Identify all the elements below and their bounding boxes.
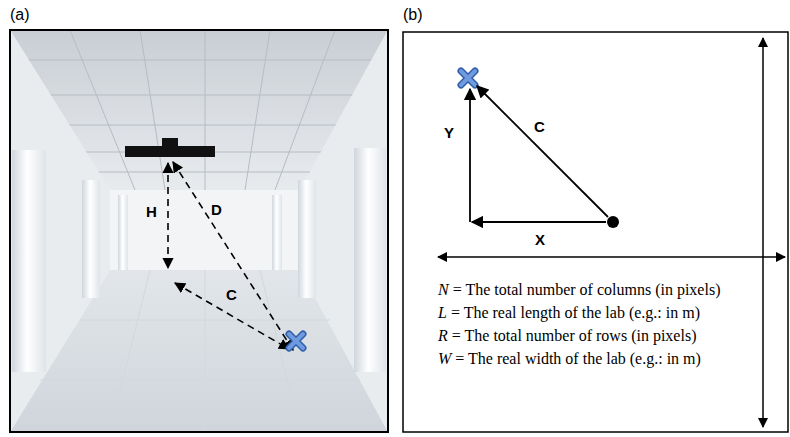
definition-text: N = The total number of columns (in pixe… — [438, 280, 753, 299]
map-frame — [403, 32, 788, 432]
definition-text: L = The real length of the lab (e.g.: in… — [438, 303, 753, 322]
extent-arrows — [438, 38, 785, 427]
distance-label: X — [535, 231, 545, 248]
distance-label: D — [211, 201, 222, 218]
panel-label: (b) — [403, 6, 423, 24]
target-mark — [289, 334, 303, 348]
vector-arrows — [470, 86, 608, 222]
room-illustration — [10, 30, 388, 432]
sensor-dot — [607, 216, 619, 228]
definition-text: R = The total number of rows (in pixels) — [438, 326, 753, 345]
distance-label: Y — [444, 124, 454, 141]
target-mark — [461, 71, 475, 85]
distance-label: C — [226, 286, 237, 303]
distance-label: C — [534, 118, 545, 135]
definition-text: W = The real width of the lab (e.g.: in … — [438, 349, 753, 368]
definition-list: N = The total number of columns (in pixe… — [438, 280, 753, 372]
distance-arrows — [168, 162, 293, 350]
panel-label: (a) — [10, 6, 30, 24]
ceiling-sensor — [125, 138, 215, 157]
distance-label: H — [146, 203, 157, 220]
